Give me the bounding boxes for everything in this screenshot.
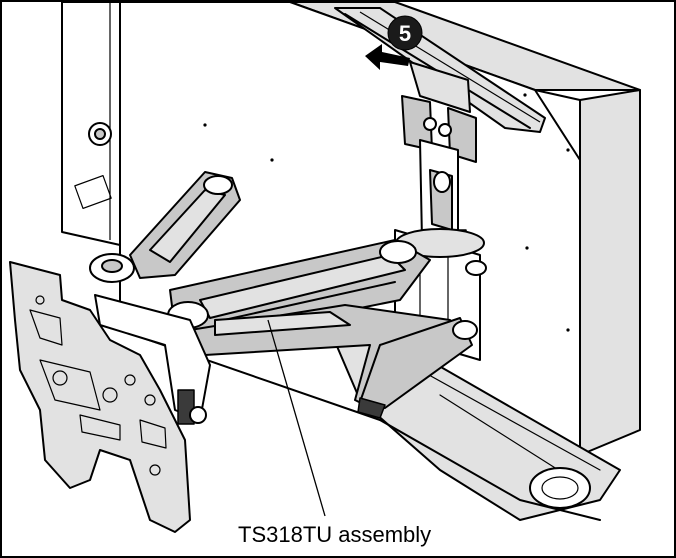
callout-leader-line	[267, 319, 326, 517]
lower-arm	[189, 304, 478, 419]
wall-bracket	[401, 61, 477, 251]
vesa-plate	[9, 261, 191, 533]
upper-arm	[89, 171, 241, 283]
step-number: 5	[399, 21, 411, 46]
slide-direction-arrow	[365, 44, 410, 70]
assembly-callout-label: TS318TU assembly	[238, 522, 432, 547]
tilt-bracket	[94, 294, 211, 425]
main-arm	[167, 239, 431, 341]
step-badge: 5	[387, 15, 423, 51]
